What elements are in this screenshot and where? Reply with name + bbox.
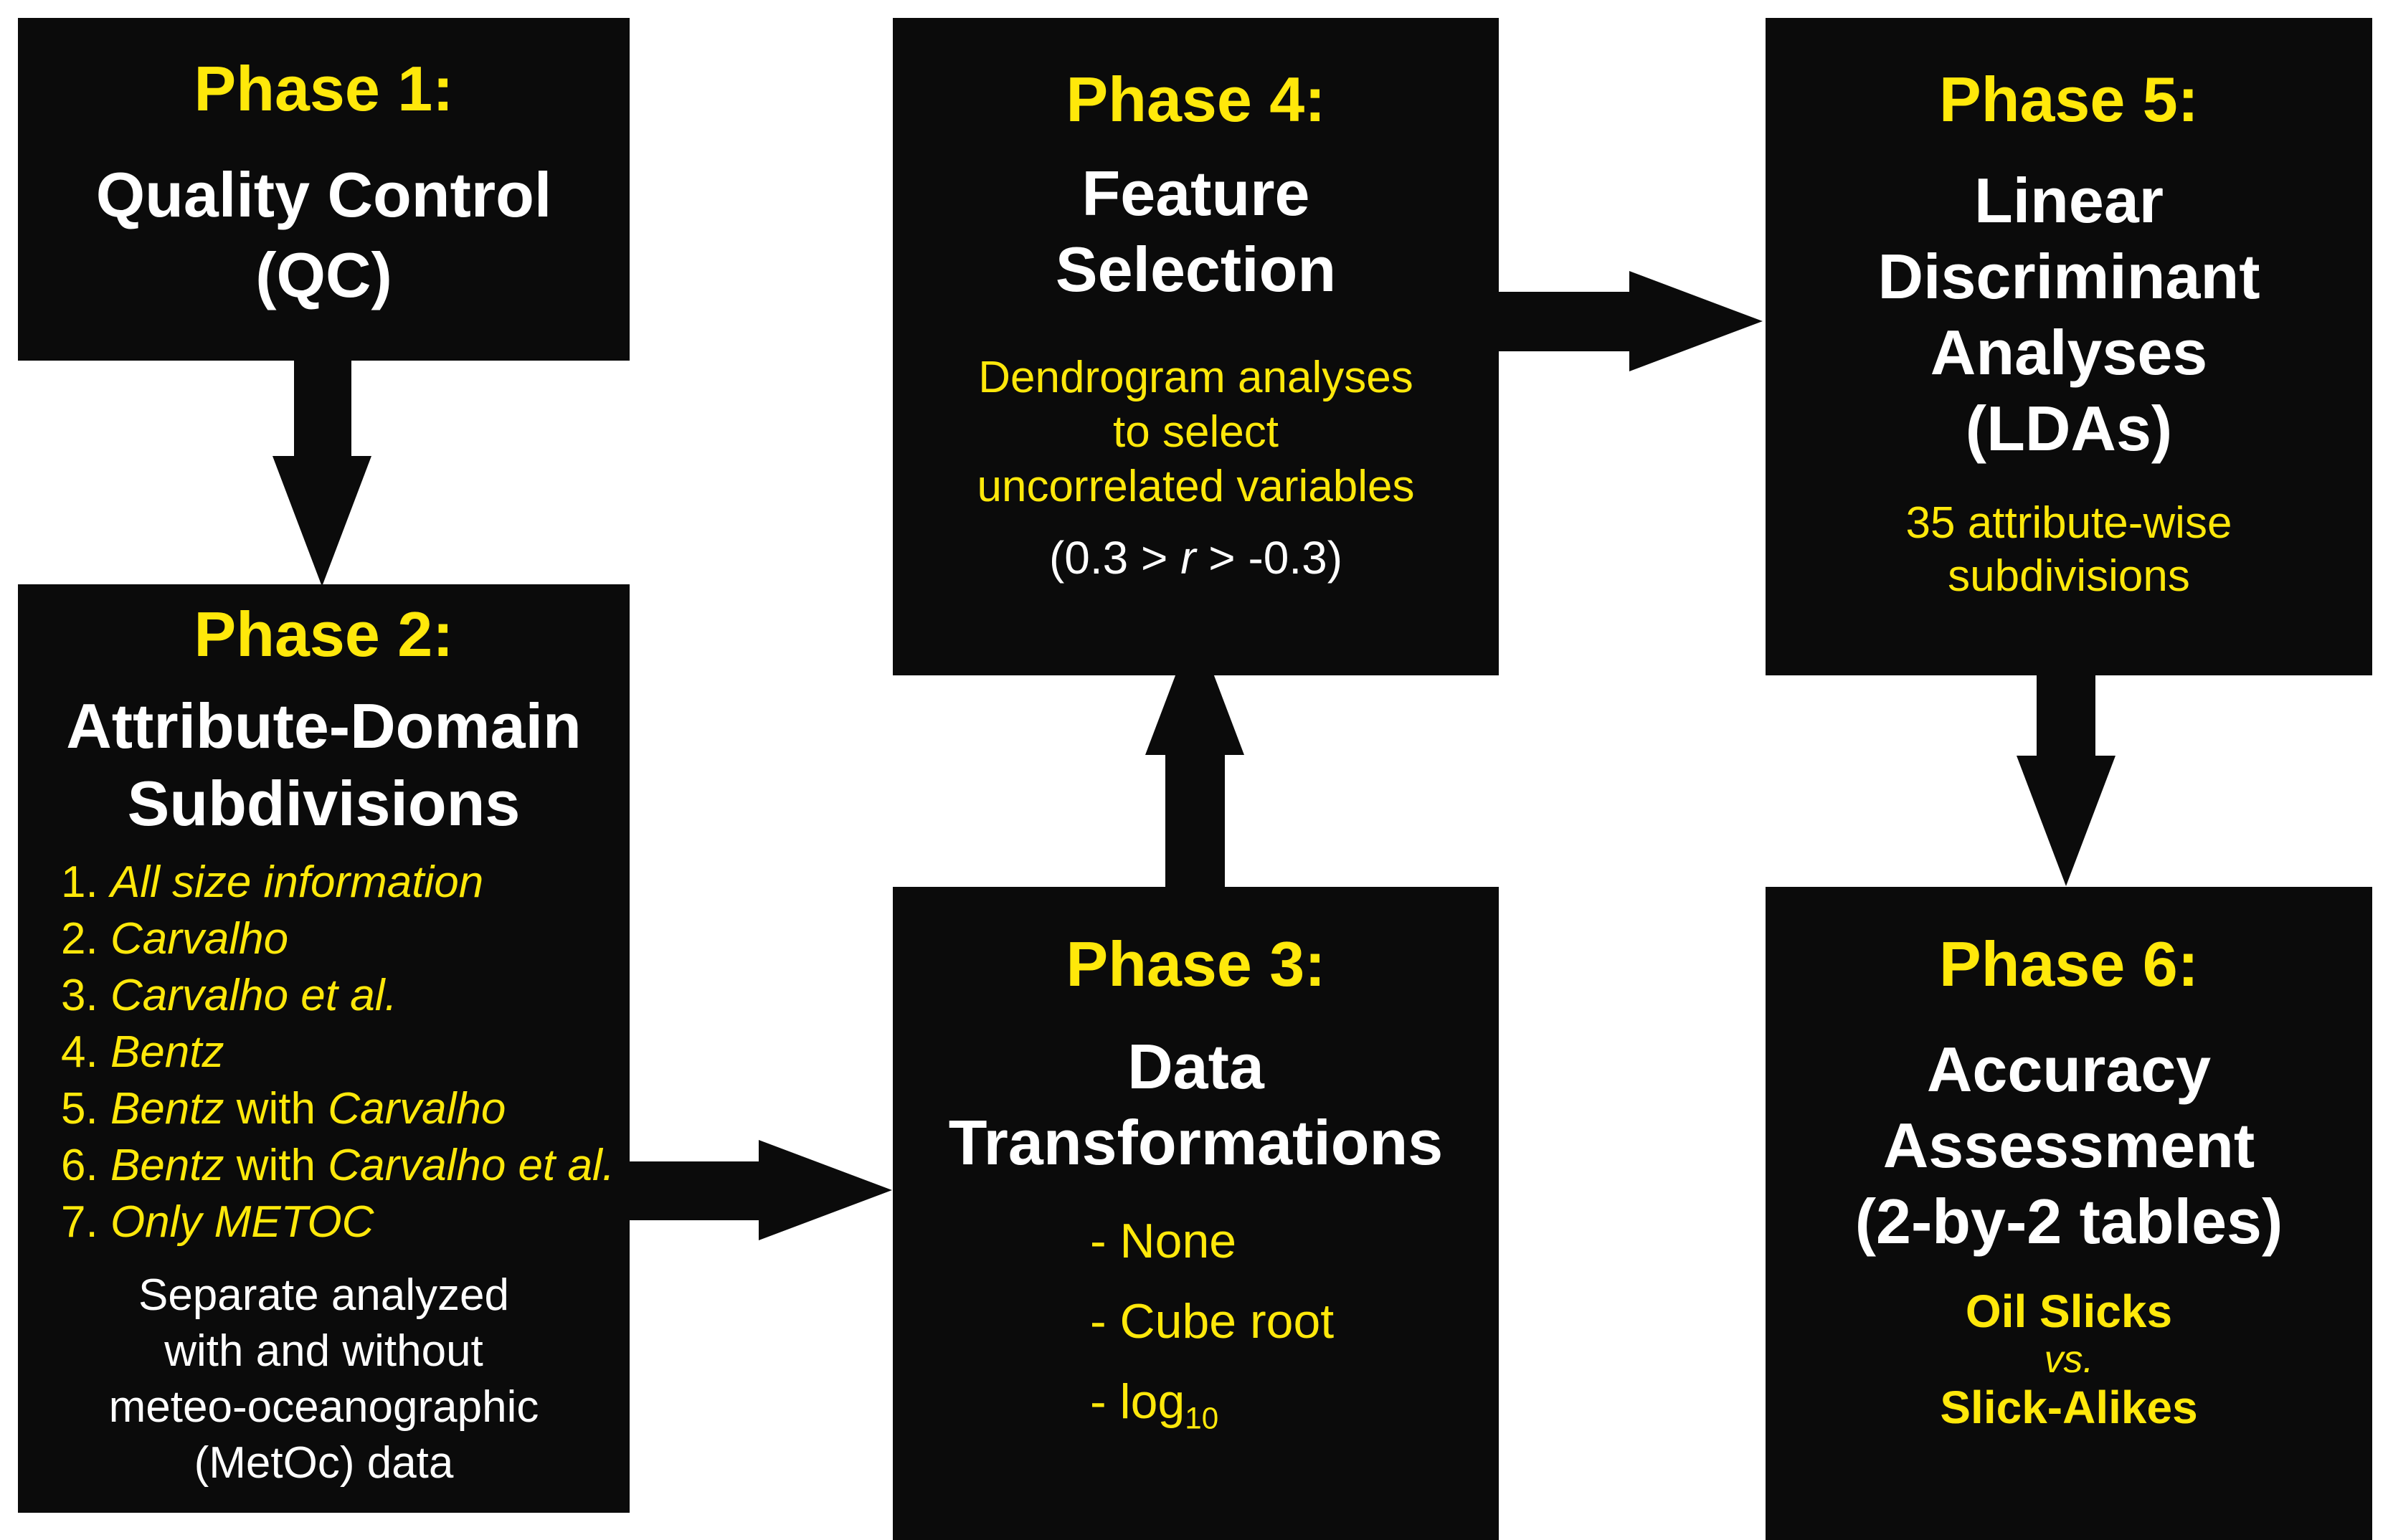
phase2-note: Separate analyzed with and without meteo-o…	[109, 1268, 539, 1491]
text-line: Separate analyzed	[138, 1270, 510, 1320]
text-line: with and without	[164, 1326, 483, 1376]
list-item: 1. All size information	[61, 857, 484, 907]
text-line: Attribute-Domain	[66, 690, 582, 761]
phase5-header: Phase 5:	[1939, 64, 2199, 135]
text-line: (MetOc) data	[194, 1438, 454, 1488]
list-item: - log10	[1090, 1374, 1219, 1435]
phase2-header: Phase 2:	[194, 599, 454, 670]
text-line: vs.	[2044, 1338, 2094, 1381]
text-line: meteo-oceanographic	[108, 1382, 539, 1432]
text-line: Discriminant	[1877, 241, 2260, 312]
text-line: Slick-Alikes	[1940, 1382, 2198, 1433]
text-line: 35 attribute-wise	[1905, 498, 2232, 548]
list-item: 4. Bentz	[61, 1027, 224, 1077]
list-item: 6. Bentz with Carvalho et al.	[61, 1141, 615, 1190]
phase3-transformation-list: - None - Cube root - log10	[1090, 1201, 1334, 1459]
text-line: to select	[1113, 407, 1279, 457]
text-line: uncorrelated variables	[977, 462, 1415, 511]
arrow-phase4-to-phase5-head-icon	[1629, 271, 1763, 371]
text-line: Analyses	[1930, 317, 2208, 388]
phase1-title: Quality Control (QC)	[96, 155, 552, 315]
text-line: Selection	[1055, 234, 1337, 305]
list-item: - Cube root	[1090, 1294, 1335, 1349]
text-line: subdivisions	[1948, 551, 2190, 601]
text-line: Transformations	[948, 1107, 1444, 1178]
text-line: Feature	[1081, 158, 1310, 229]
list-item: - None	[1090, 1214, 1237, 1268]
phase6-header: Phase 6:	[1939, 928, 2199, 999]
text-line: Data	[1127, 1031, 1264, 1102]
arrow-phase5-to-phase6-shaft	[2037, 624, 2095, 759]
text-line: Quality Control	[95, 159, 552, 230]
text-line: Dendrogram analyses	[978, 353, 1413, 402]
text-line: Assessment	[1882, 1110, 2255, 1181]
arrow-phase3-to-phase4-shaft	[1165, 753, 1225, 889]
text-line: Accuracy	[1926, 1034, 2212, 1105]
phase3-header: Phase 3:	[1066, 928, 1326, 999]
arrow-phase2-to-phase3-head-icon	[759, 1140, 892, 1240]
phase4-detail: Dendrogram analyses to select uncorrelated…	[977, 351, 1414, 514]
text-line: Subdivisions	[127, 768, 521, 839]
arrow-phase1-to-phase2-shaft	[294, 320, 351, 457]
arrow-phase1-to-phase2-head-icon	[273, 456, 371, 586]
list-item: 3. Carvalho et al.	[61, 971, 397, 1020]
arrow-phase4-to-phase5-shaft	[1497, 292, 1631, 351]
phase1-header: Phase 1:	[194, 53, 454, 124]
list-item: 2. Carvalho	[61, 914, 289, 964]
text-line: (LDAs)	[1965, 393, 2173, 464]
text-line: Linear	[1974, 165, 2164, 236]
phase1-box: Phase 1: Quality Control (QC)	[18, 18, 630, 361]
list-item: 5. Bentz with Carvalho	[61, 1084, 506, 1133]
text-line: Oil Slicks	[1965, 1285, 2173, 1337]
text-line: (QC)	[255, 239, 392, 310]
arrow-phase5-to-phase6-head-icon	[2017, 756, 2115, 886]
list-item: 7. Only METOC	[61, 1197, 374, 1247]
arrow-phase2-to-phase3-shaft	[627, 1161, 760, 1220]
text-line: (2-by-2 tables)	[1854, 1186, 2283, 1257]
phase2-subdivision-list: 1. All size information 2. Carvalho 3. Car…	[18, 854, 615, 1250]
phase4-correlation-formula: (0.3 > r > -0.3)	[1048, 532, 1343, 584]
phase4-header: Phase 4:	[1066, 64, 1326, 135]
